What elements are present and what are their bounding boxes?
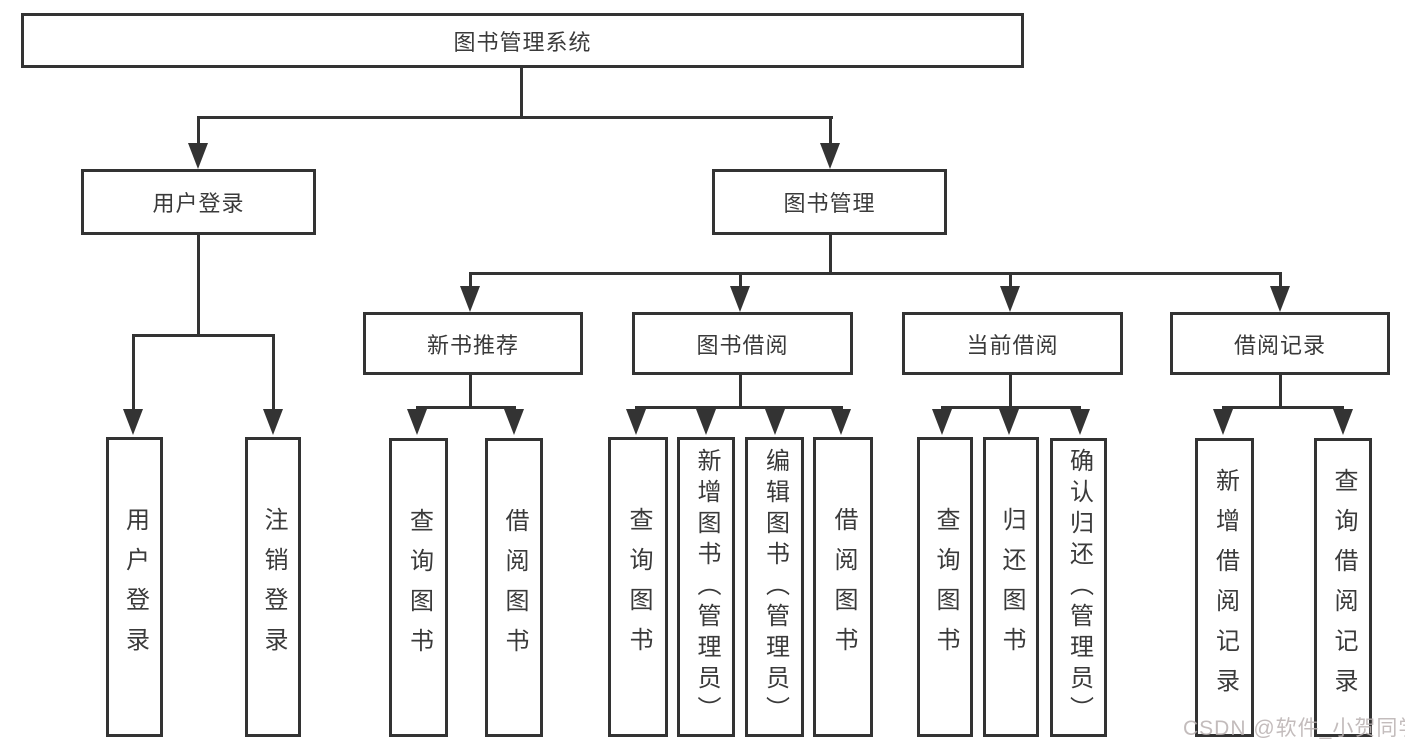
node-records-add-record: 新增借阅记录 <box>1195 438 1254 737</box>
arrowhead-icon <box>831 409 851 435</box>
connector-line <box>1222 406 1344 409</box>
node-label: 借阅图书 <box>830 507 857 667</box>
connector-line <box>469 272 1282 275</box>
connector-line <box>197 116 833 119</box>
arrowhead-icon <box>1333 409 1353 435</box>
arrowhead-icon <box>407 409 427 435</box>
arrowhead-icon <box>1213 409 1233 435</box>
node-label: 图书管理系统 <box>453 29 592 55</box>
arrowhead-icon <box>1270 286 1290 312</box>
node-label: 图书管理 <box>783 191 876 216</box>
node-logout: 注销登录 <box>245 437 301 737</box>
node-label: 新增图书（管理员） <box>693 447 720 727</box>
connector-line <box>132 334 275 337</box>
node-label: 确认归还（管理员） <box>1065 448 1093 727</box>
node-label: 查询图书 <box>405 507 433 668</box>
connector-line <box>1279 375 1282 409</box>
connector-line <box>469 272 472 288</box>
node-records-query-record: 查询借阅记录 <box>1314 438 1372 737</box>
node-label: 归还图书 <box>998 507 1025 667</box>
connector-line <box>941 406 1081 409</box>
arrowhead-icon <box>188 143 208 169</box>
node-current-return-book: 归还图书 <box>983 437 1039 737</box>
arrowhead-icon <box>504 409 524 435</box>
arrowhead-icon <box>460 286 480 312</box>
node-label: 用户登录 <box>152 191 245 216</box>
node-label: 用户登录 <box>121 507 149 667</box>
node-label: 查询借阅记录 <box>1330 467 1357 708</box>
arrowhead-icon <box>932 409 952 435</box>
connector-line <box>197 116 200 146</box>
node-label: 新书推荐 <box>426 332 519 358</box>
arrowhead-icon <box>820 143 840 169</box>
connector-line <box>829 235 832 275</box>
connector-line <box>635 406 843 409</box>
node-recommend-borrow-book: 借阅图书 <box>485 438 543 737</box>
node-label: 编辑图书（管理员） <box>761 447 789 727</box>
connector-line <box>197 235 200 337</box>
arrowhead-icon <box>626 409 646 435</box>
node-label: 查询图书 <box>625 507 652 667</box>
node-current-query-book: 查询图书 <box>917 437 973 737</box>
node-book-borrowing: 图书借阅 <box>632 312 853 375</box>
csdn-watermark: CSDN @软件_小贺同学 <box>1183 717 1405 740</box>
node-label: 查询图书 <box>932 507 959 667</box>
node-user-login: 用户登录 <box>106 437 163 737</box>
connector-line <box>272 334 275 410</box>
connector-line <box>829 116 832 146</box>
node-label: 借阅图书 <box>501 507 528 668</box>
connector-line <box>1279 272 1282 288</box>
connector-line <box>739 272 742 288</box>
arrowhead-icon <box>999 409 1019 435</box>
node-current-confirm-return-admin: 确认归还（管理员） <box>1050 438 1107 737</box>
arrowhead-icon <box>123 409 143 435</box>
node-borrowing-records: 借阅记录 <box>1170 312 1390 375</box>
arrowhead-icon <box>1070 409 1090 435</box>
node-library-system: 图书管理系统 <box>21 13 1024 68</box>
node-label: 借阅记录 <box>1233 332 1326 358</box>
node-user-login-branch: 用户登录 <box>81 169 316 235</box>
node-borrow-add-book-admin: 新增图书（管理员） <box>677 437 735 737</box>
connector-line <box>1009 375 1012 409</box>
arrowhead-icon <box>765 409 785 435</box>
arrowhead-icon <box>263 409 283 435</box>
connector-line <box>469 375 472 409</box>
node-book-management: 图书管理 <box>712 169 947 235</box>
node-new-book-recommendation: 新书推荐 <box>363 312 583 375</box>
node-borrow-query-book: 查询图书 <box>608 437 668 737</box>
arrowhead-icon <box>1000 286 1020 312</box>
node-label: 新增借阅记录 <box>1211 467 1239 708</box>
arrowhead-icon <box>696 409 716 435</box>
node-label: 图书借阅 <box>696 332 789 358</box>
node-label: 当前借阅 <box>966 332 1059 358</box>
node-label: 注销登录 <box>260 507 287 667</box>
connector-line <box>1009 272 1012 288</box>
node-recommend-query-book: 查询图书 <box>389 438 448 737</box>
arrowhead-icon <box>730 286 750 312</box>
connector-line <box>739 375 742 409</box>
connector-line <box>132 334 135 410</box>
node-current-borrowing: 当前借阅 <box>902 312 1123 375</box>
connector-line <box>416 406 516 409</box>
node-borrow-edit-book-admin: 编辑图书（管理员） <box>745 437 804 737</box>
connector-line <box>520 68 523 118</box>
node-borrow-borrow-book: 借阅图书 <box>813 437 873 737</box>
